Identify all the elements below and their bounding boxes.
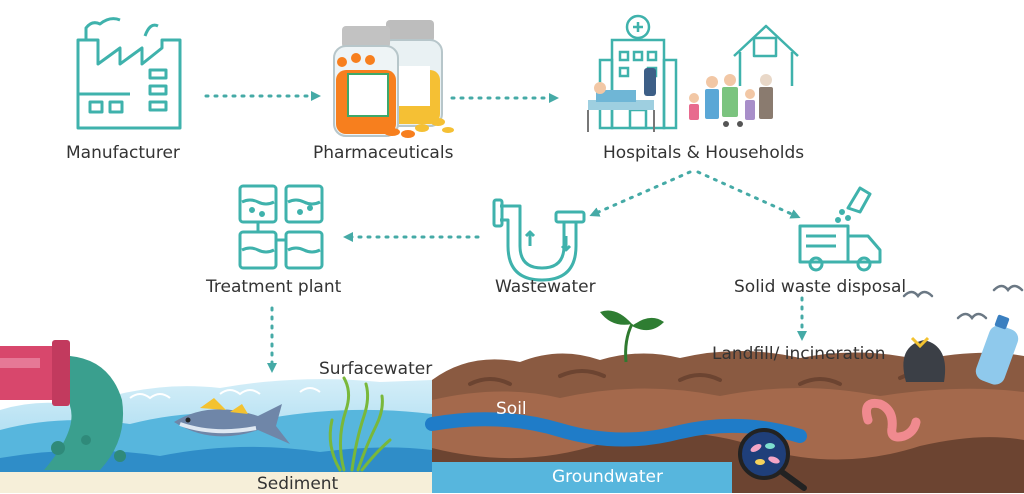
- groundwater-lower: [432, 462, 732, 493]
- label-landfill: Landfill/ incineration: [712, 344, 886, 364]
- house-icon: [733, 24, 799, 86]
- label-manufacturer: Manufacturer: [66, 143, 180, 163]
- hospital-bed: [587, 68, 656, 132]
- magnifier-bacteria-icon: [738, 428, 807, 491]
- arrow-hospitals-to-solid-waste: [696, 170, 801, 219]
- worm-icon: [862, 398, 921, 442]
- garbage-bag-icon: [903, 336, 946, 382]
- sediment-layer: [0, 472, 432, 493]
- label-treatment-plant: Treatment plant: [206, 277, 342, 297]
- groundwater-band: [425, 412, 807, 447]
- bird-icon: [902, 284, 1024, 321]
- garbage-truck-icon: [798, 186, 882, 272]
- factory-icon: [76, 17, 182, 130]
- plastic-bottle-icon: [975, 314, 1019, 385]
- seedling-icon: [600, 310, 664, 363]
- label-pharmaceuticals: Pharmaceuticals: [313, 143, 454, 163]
- hospital-icon: [598, 14, 678, 130]
- outlet-pipe-icon: [0, 340, 126, 470]
- label-surfacewater: Surfacewater: [319, 359, 433, 379]
- label-sediment: Sediment: [257, 474, 339, 494]
- label-hospitals-households: Hospitals & Households: [603, 143, 805, 163]
- drain-pipe-icon: [492, 198, 586, 282]
- fish-icon: [174, 398, 290, 444]
- label-solid-waste: Solid waste disposal: [734, 277, 907, 297]
- label-wastewater: Wastewater: [495, 277, 596, 297]
- seaweed-icon: [328, 376, 392, 472]
- arrow-hospitals-to-wastewater: [589, 170, 692, 217]
- family-icon: [689, 74, 773, 127]
- label-soil: Soil: [496, 399, 527, 419]
- pill-bottles-icon: [333, 20, 454, 138]
- label-groundwater: Groundwater: [552, 467, 663, 487]
- treatment-tanks-icon: [238, 184, 324, 270]
- flow-arrows: [204, 91, 807, 373]
